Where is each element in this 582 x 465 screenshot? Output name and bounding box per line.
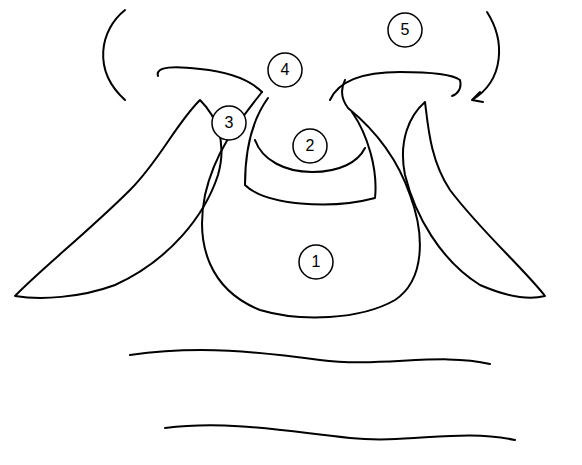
wavy-line — [165, 425, 515, 440]
callout-number: 4 — [267, 62, 303, 78]
callout-circle: 1 — [298, 244, 334, 280]
circle-outline — [268, 53, 302, 87]
callout-number: 2 — [292, 138, 328, 154]
left-lobe — [15, 100, 222, 298]
callout-circle: 2 — [292, 128, 328, 164]
callout-circle: 3 — [211, 105, 247, 141]
callout-circle: 5 — [387, 12, 423, 48]
right-lobe — [403, 102, 545, 298]
upper-fold — [330, 72, 461, 100]
circle-outline — [388, 13, 422, 47]
upper-fold — [158, 67, 262, 92]
wavy-line — [130, 350, 490, 364]
outer-contour — [103, 10, 125, 100]
inner-cup — [245, 98, 376, 204]
circle-outline — [299, 245, 333, 279]
callout-number: 5 — [387, 22, 423, 38]
outer-contour — [472, 12, 499, 102]
central-body — [202, 80, 420, 317]
callout-circle: 4 — [267, 52, 303, 88]
circle-outline — [212, 106, 246, 140]
circle-outline — [293, 129, 327, 163]
callout-number: 1 — [298, 254, 334, 270]
callout-number: 3 — [211, 115, 247, 131]
